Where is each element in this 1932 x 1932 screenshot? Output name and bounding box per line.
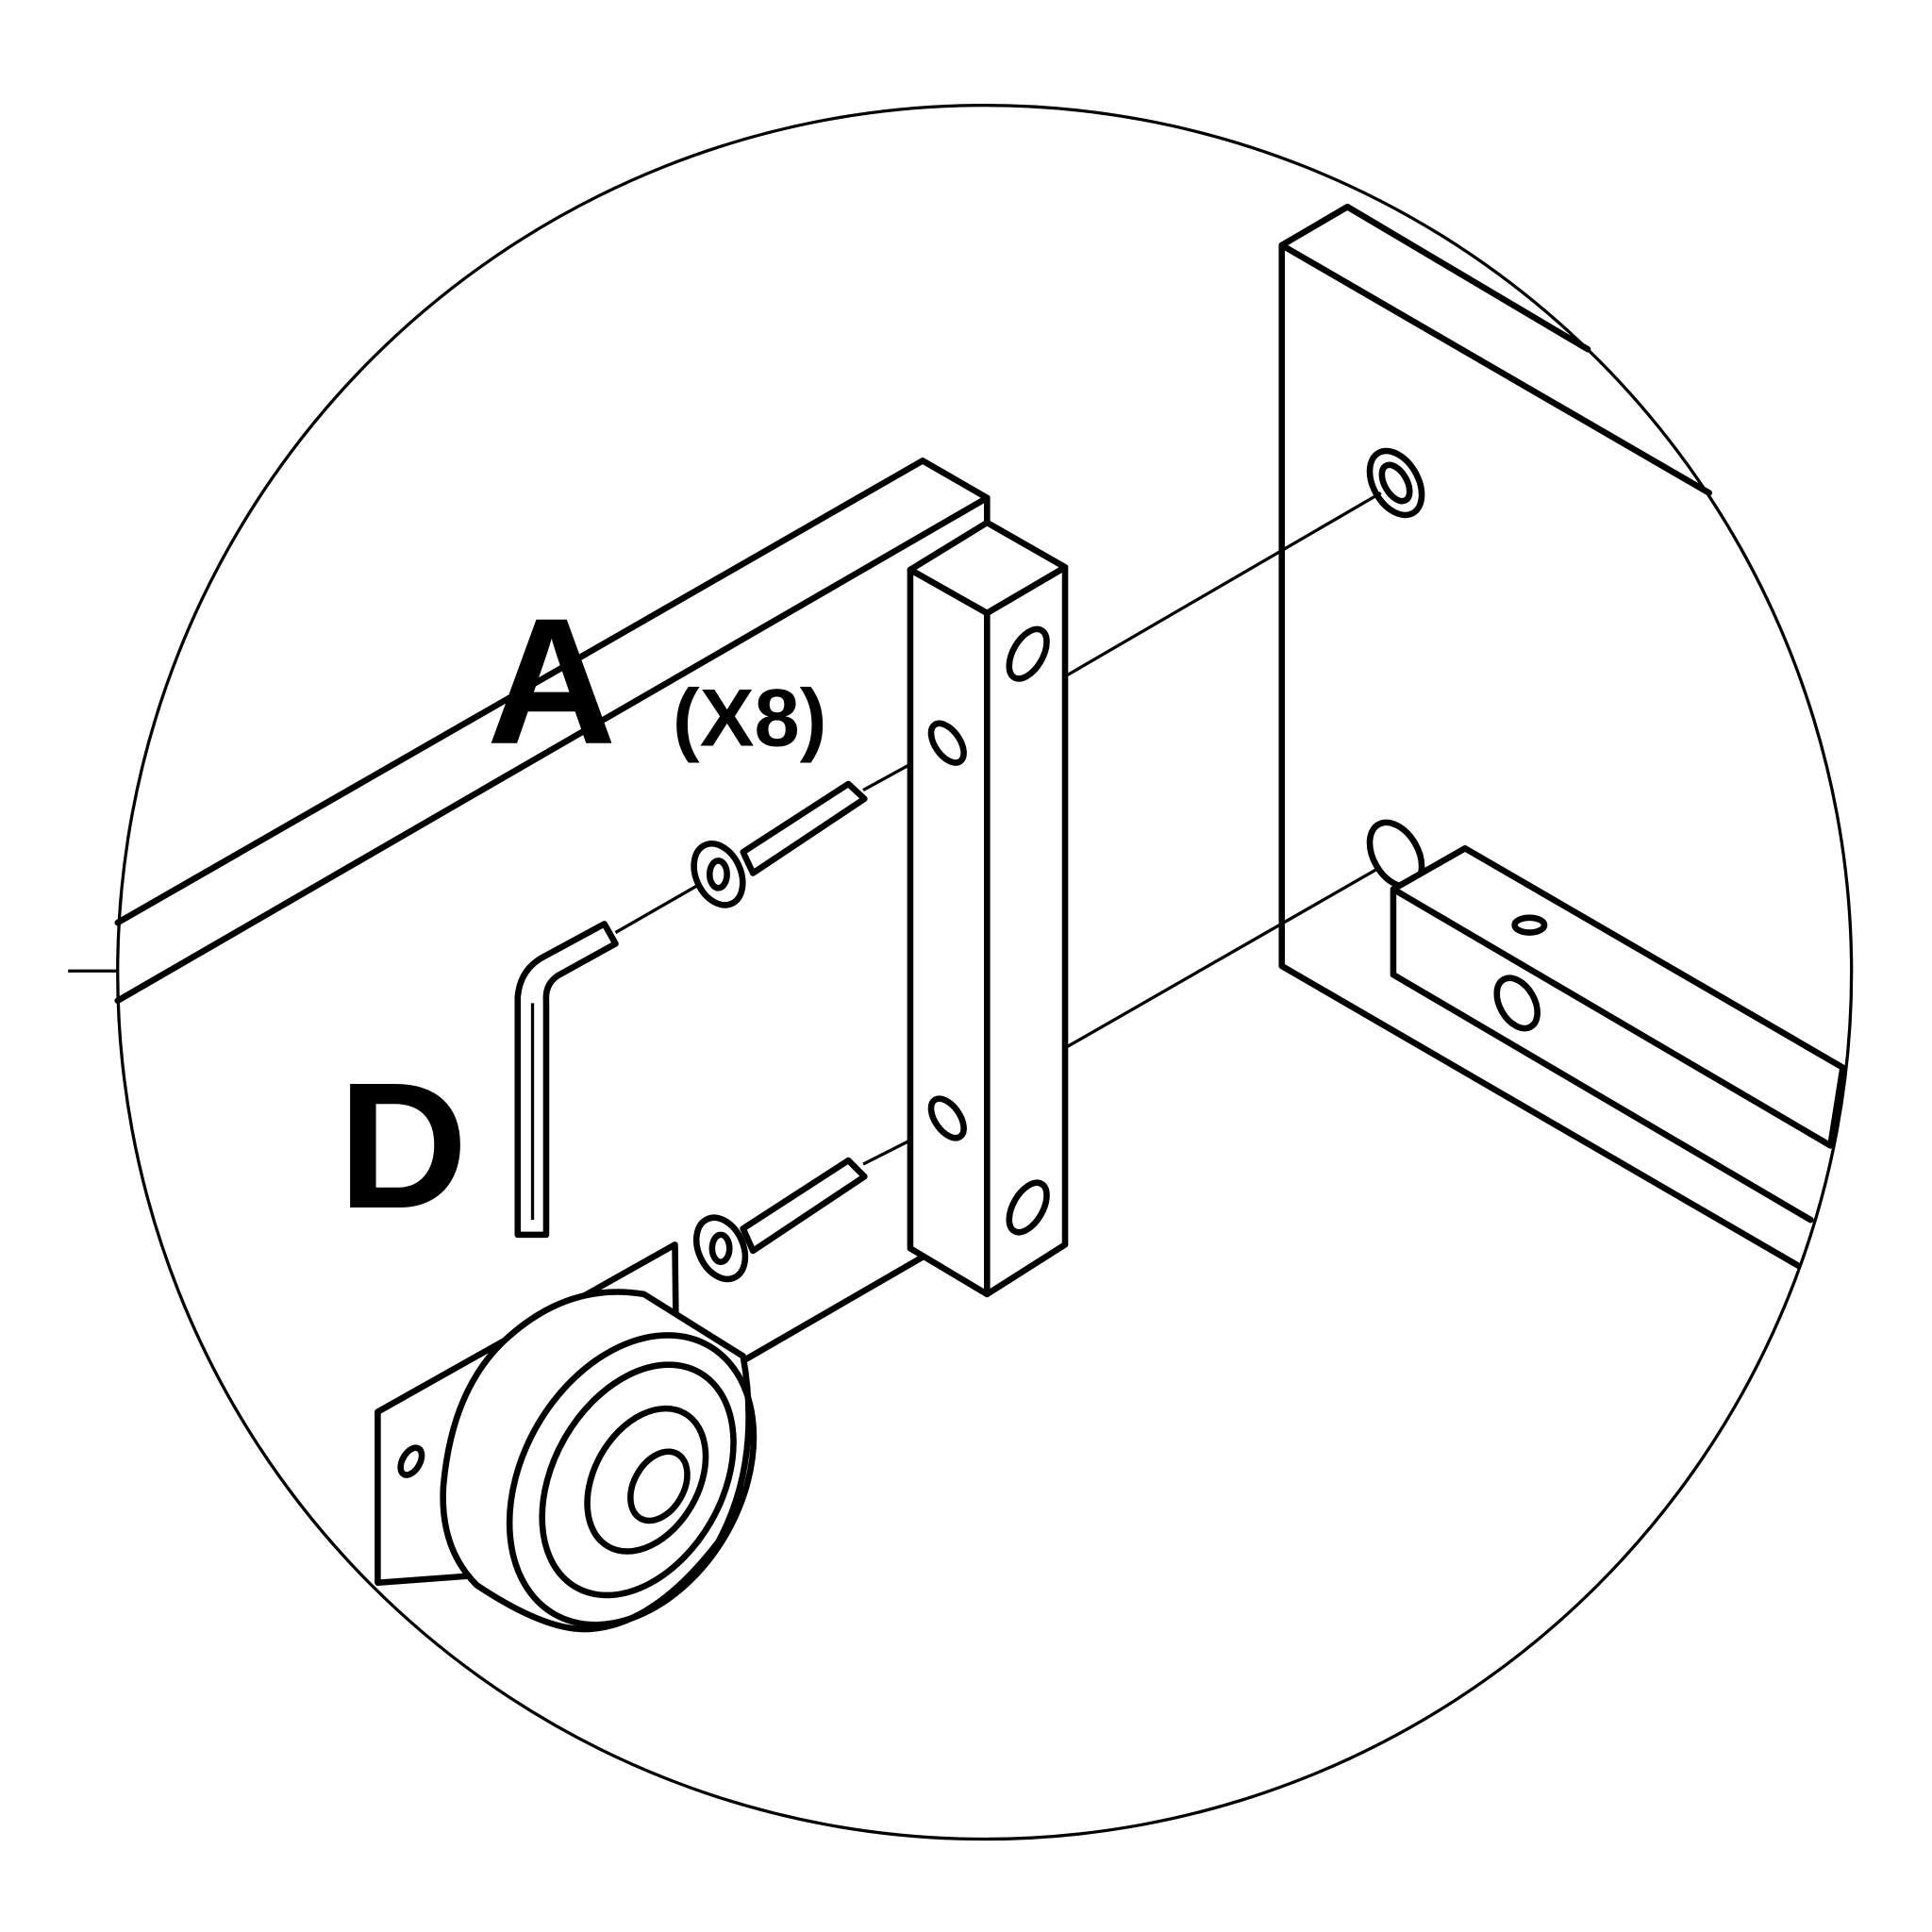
post: [907, 519, 1069, 1298]
lower-rail: [1390, 845, 1846, 1224]
part-d-label: D: [338, 1046, 467, 1246]
allen-key-icon: [514, 921, 619, 1239]
part-a-label: A: [487, 582, 616, 782]
caster-icon: [375, 1241, 926, 1633]
left-rail: [114, 458, 991, 1005]
part-a-quantity: (X8): [673, 673, 827, 763]
right-panel: [1278, 203, 1802, 1269]
screw-icon: [691, 780, 868, 908]
screw-icon: [692, 1157, 868, 1283]
